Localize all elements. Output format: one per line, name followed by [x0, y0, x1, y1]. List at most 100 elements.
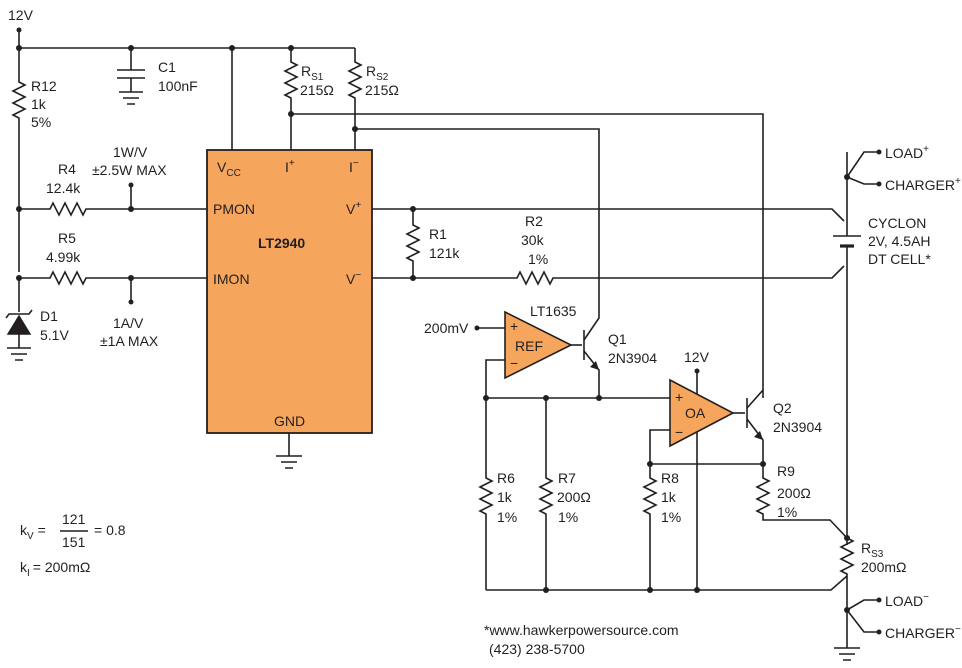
r5-resistor: R5 4.99k — [16, 230, 207, 305]
bottom-bus-wire — [486, 575, 848, 593]
oa-opamp-label: OA — [685, 405, 706, 421]
svg-text:VCC: VCC — [217, 159, 241, 179]
ic-name: LT2940 — [258, 235, 305, 251]
load-plus-terminal: LOAD+ — [846, 144, 929, 178]
pin-iplus: I — [285, 159, 289, 175]
kv-result: = 0.8 — [94, 522, 126, 538]
r6-name: R6 — [497, 470, 515, 486]
pin-vminus: V — [346, 271, 356, 287]
rs3-name: R — [861, 540, 871, 556]
kv-formula: kV= 121 151 = 0.8 — [20, 511, 126, 550]
svg-text:kV=: kV= — [20, 522, 46, 542]
pin-vplus: V — [346, 201, 356, 217]
q2-part: 2N3904 — [773, 419, 822, 435]
load-minus-terminal: LOAD− — [846, 592, 929, 611]
r12-resistor: R12 1k 5% — [11, 48, 57, 272]
r9-tolerance: 1% — [777, 504, 797, 520]
pin-vcc: V — [217, 159, 227, 175]
emitter-node-wire — [483, 395, 670, 401]
r12-value: 1k — [31, 96, 47, 112]
r2-tolerance: 1% — [528, 251, 548, 267]
r8-name: R8 — [661, 470, 679, 486]
kv-denominator: 151 — [62, 534, 86, 550]
svg-text:+: + — [510, 318, 518, 334]
load-minus-label: LOAD — [885, 593, 923, 609]
footnote-phone: (423) 238-5700 — [489, 641, 585, 657]
oa-opamp: + − OA 12V — [649, 349, 745, 590]
ref-opamp-part: LT1635 — [530, 303, 577, 319]
charger-minus-terminal: CHARGER− — [846, 609, 961, 641]
charger-minus-sup: − — [955, 624, 961, 635]
load-minus-sup: − — [923, 592, 929, 603]
svg-text:−: − — [675, 424, 683, 440]
q1-transistor: Q1 2N3904 — [583, 316, 657, 398]
q2-name: Q2 — [773, 400, 792, 416]
supply-terminal: 12V — [8, 7, 34, 33]
kv-eq: = — [38, 522, 46, 538]
ki-prefix: k — [20, 559, 28, 575]
rs1-to-q2-wire — [291, 113, 764, 398]
svg-text:CHARGER−: CHARGER− — [885, 624, 961, 641]
pin-iminus: I — [349, 159, 353, 175]
r2-value: 30k — [521, 232, 545, 248]
footnote: *www.hawkerpowersource.com (423) 238-570… — [484, 622, 679, 657]
c1-name: C1 — [158, 59, 176, 75]
pmon-scale-label: 1W/V — [113, 144, 148, 160]
ref-opamp-label: REF — [515, 338, 543, 354]
svg-text:V−: V− — [346, 270, 361, 287]
d1-zener-diode: D1 5.1V — [5, 278, 69, 361]
r2-resistor: R2 30k 1% — [372, 213, 845, 286]
pin-gnd: GND — [274, 413, 305, 429]
r6-value: 1k — [497, 489, 513, 505]
pin-iplus-sup: + — [289, 158, 295, 169]
ref-voltage-label: 200mV — [424, 320, 469, 336]
pin-imon: IMON — [213, 271, 250, 287]
svg-text:−: − — [510, 355, 518, 371]
r7-value: 200Ω — [557, 489, 591, 505]
r1-value: 121k — [429, 245, 460, 261]
rs2-resistor: RS2 215Ω — [347, 48, 399, 150]
ic-ground — [276, 433, 302, 469]
d1-name: D1 — [40, 308, 58, 324]
rs2-to-q1-wire — [355, 128, 600, 316]
svg-text:LOAD+: LOAD+ — [885, 144, 929, 161]
r7-tolerance: 1% — [558, 509, 578, 525]
r8-value: 1k — [661, 489, 677, 505]
charger-plus-terminal: CHARGER+ — [846, 176, 961, 193]
supply-rail — [16, 30, 355, 51]
svg-text:I+: I+ — [285, 158, 295, 175]
charger-plus-sup: + — [955, 176, 961, 187]
r2-name: R2 — [525, 213, 543, 229]
ki-value: = 200mΩ — [33, 559, 91, 575]
rs1-sub: S1 — [311, 72, 324, 83]
charger-minus-label: CHARGER — [885, 625, 955, 641]
pmon-max-label: ±2.5W MAX — [92, 162, 167, 178]
ref-opamp: + − REF LT1635 200mV — [424, 303, 582, 398]
feedback-node-wire — [647, 461, 766, 467]
cell-ground — [834, 610, 860, 661]
c1-capacitor: C1 100nF — [117, 48, 198, 105]
r4-name: R4 — [58, 161, 76, 177]
cell-name: CYCLON — [868, 215, 926, 231]
vplus-net — [372, 206, 845, 222]
imon-max-label: ±1A MAX — [100, 333, 159, 349]
rs2-name: R — [366, 63, 376, 79]
svg-text:CHARGER+: CHARGER+ — [885, 176, 961, 193]
svg-text:RS1: RS1 — [301, 63, 324, 83]
footnote-website: *www.hawkerpowersource.com — [484, 622, 679, 638]
r1-resistor: R1 121k — [405, 209, 460, 281]
r9-resistor: R9 200Ω 1% — [755, 463, 848, 539]
load-plus-label: LOAD — [885, 145, 923, 161]
d1-value: 5.1V — [40, 327, 69, 343]
pin-vcc-sub: CC — [226, 168, 240, 179]
supply-label: 12V — [8, 7, 34, 23]
r4-value: 12.4k — [46, 180, 81, 196]
rs3-value: 200mΩ — [861, 559, 907, 575]
svg-text:kI= 200mΩ: kI= 200mΩ — [20, 559, 90, 579]
r12-name: R12 — [31, 78, 57, 94]
rs2-sub: S2 — [376, 72, 389, 83]
r5-value: 4.99k — [46, 249, 81, 265]
r12-tolerance: 5% — [31, 114, 51, 130]
oa-supply-label: 12V — [684, 349, 710, 365]
